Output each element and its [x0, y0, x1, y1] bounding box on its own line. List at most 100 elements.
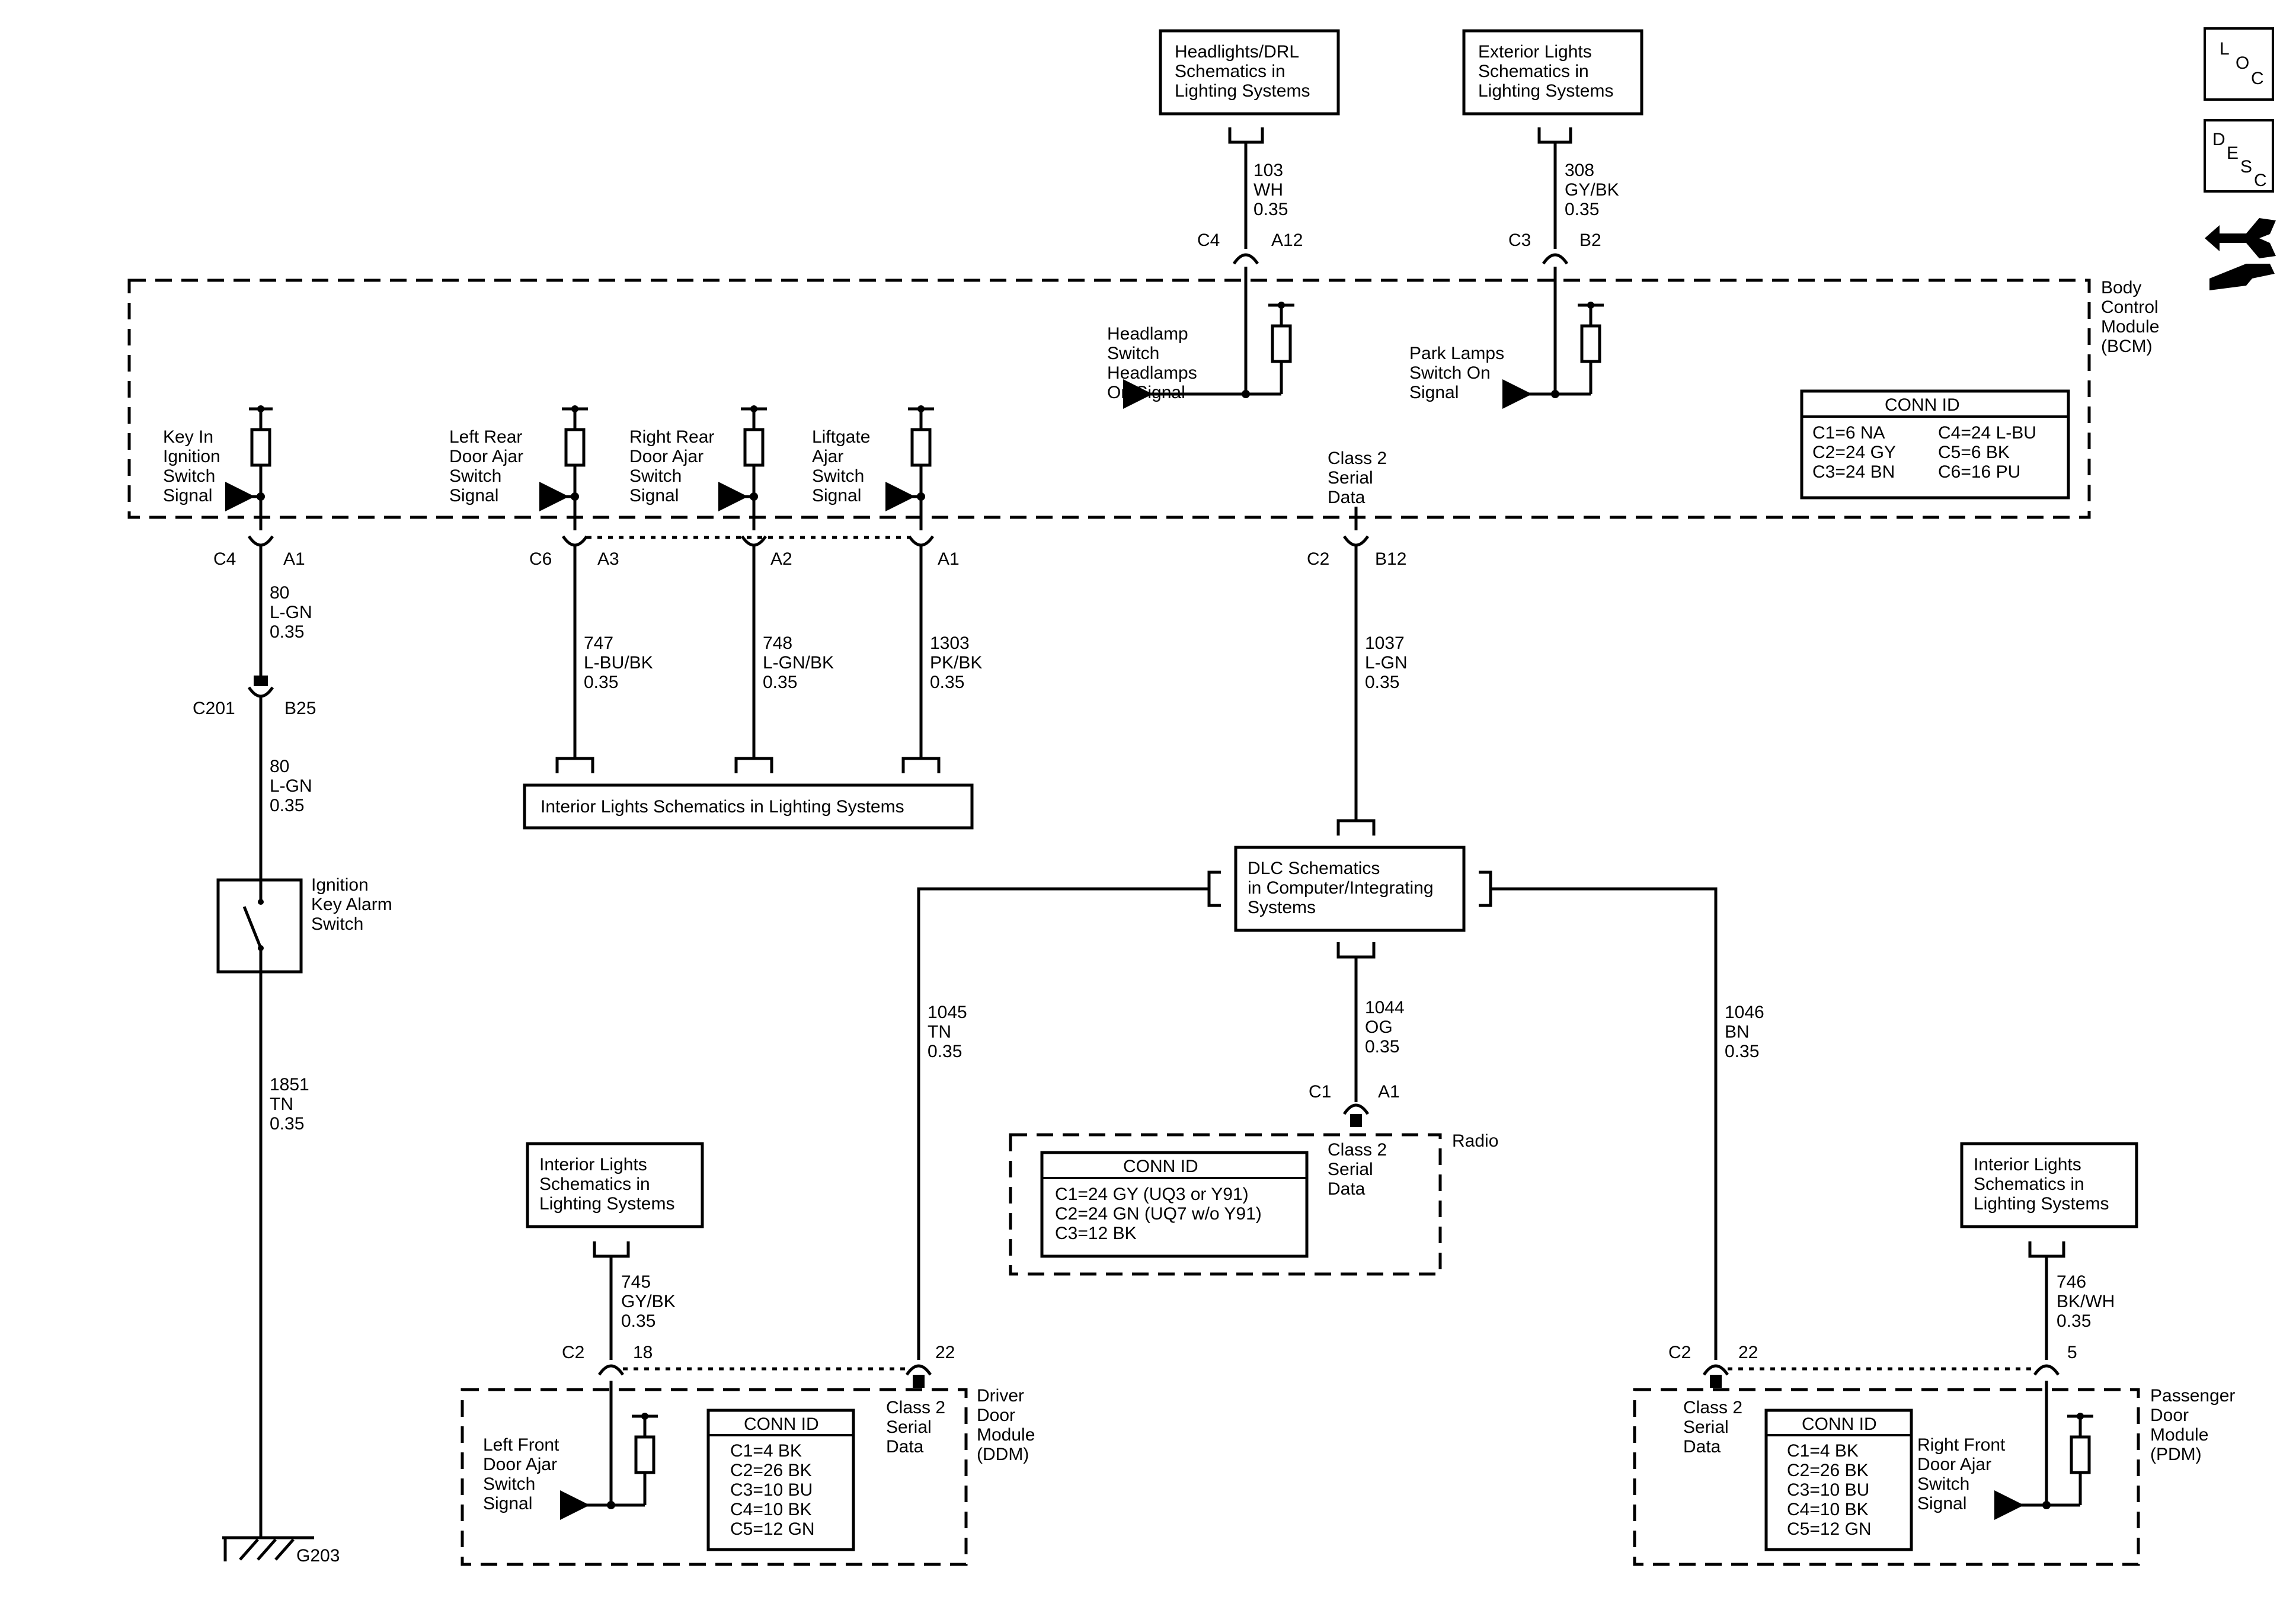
signal-label: Signal [1917, 1494, 1966, 1513]
interior-lights-right-ref-box[interactable]: Interior Lights Schematics in Lighting S… [1960, 1142, 2138, 1228]
signal-label: Serial [1683, 1417, 1729, 1437]
loc-icon[interactable]: L O C [2204, 27, 2274, 101]
pdm-title-line: Module [2150, 1425, 2208, 1445]
switch-label: Switch [311, 914, 363, 934]
signal-label: Door Ajar [483, 1455, 557, 1474]
headlights-drl-ref-box[interactable]: Headlights/DRL Schematics in Lighting Sy… [1159, 29, 1340, 116]
key-in-ignition-circuit: Key In Ignition Switch Signal [163, 405, 273, 530]
ref-box-text: Schematics in [1478, 62, 1589, 81]
ref-stub [734, 757, 773, 773]
signal-label: Switch [449, 466, 501, 486]
signal-label: Ajar [812, 447, 843, 466]
connector-symbol [1342, 535, 1370, 547]
ref-box-text: Exterior Lights [1478, 42, 1592, 62]
liftgate-ajar-circuit: Liftgate Ajar Switch Signal [812, 405, 934, 530]
wire-label: TN [928, 1022, 951, 1042]
bcm-class2-label: Class 2 Serial Data [1328, 449, 1387, 530]
signal-label: Serial [1328, 468, 1373, 488]
wire-label: 80 [270, 583, 289, 603]
ref-box-text: Lighting Systems [539, 1194, 674, 1214]
ref-box-text: Headlights/DRL [1175, 42, 1299, 62]
conn-id-entry: C1=4 BK [730, 1441, 802, 1461]
conn-id-entry: C3=10 BU [1787, 1480, 1869, 1500]
wire-103 [1228, 127, 1264, 249]
connector-label: C2 [562, 1343, 584, 1362]
signal-label: Data [1328, 1179, 1366, 1199]
connector-symbol [905, 1364, 932, 1376]
wire-label: 0.35 [584, 673, 618, 692]
exterior-lights-ref-box[interactable]: Exterior Lights Schematics in Lighting S… [1462, 29, 1643, 116]
desc-icon[interactable]: D E S C [2204, 119, 2274, 193]
wrench-hand-icon[interactable] [2205, 218, 2276, 290]
ref-stub [1479, 870, 1492, 907]
ref-box-text: Interior Lights [539, 1155, 647, 1174]
wire-label: L-GN/BK [763, 653, 834, 673]
connector-symbol [1342, 1103, 1370, 1115]
conn-id-header: CONN ID [744, 1414, 819, 1434]
wire-1045 [917, 887, 1209, 1360]
pdm-title-line: Door [2150, 1406, 2189, 1425]
signal-label: Data [1328, 488, 1366, 507]
wire-label: 0.35 [2057, 1311, 2091, 1331]
signal-label: Switch [483, 1474, 535, 1494]
wire-label: GY/BK [1565, 180, 1619, 200]
right-rear-door-ajar-circuit: Right Rear Door Ajar Switch Signal [629, 405, 767, 530]
signal-label: Class 2 [1683, 1398, 1742, 1417]
wire-label: GY/BK [621, 1292, 676, 1311]
ddm-title-line: Module [977, 1425, 1035, 1445]
signal-label: Class 2 [1328, 449, 1387, 468]
signal-label: Class 2 [1328, 1140, 1387, 1160]
conn-id-entry: C3=24 BN [1812, 462, 1895, 482]
connector-label: A1 [938, 549, 960, 569]
wire-label: 0.35 [270, 622, 304, 642]
pdm-conn-id-table: CONN ID C1=4 BK C2=26 BK C3=10 BU C4=10 … [1764, 1409, 1913, 1551]
connector-label: C4 [213, 549, 236, 569]
signal-label: Headlamps [1107, 363, 1197, 383]
connector-label: B12 [1375, 549, 1406, 569]
conn-id-entry: C5=12 GN [730, 1519, 815, 1539]
signal-label: Right Front [1917, 1435, 2006, 1455]
wire-label: 0.35 [1253, 200, 1288, 219]
wire-label: 0.35 [270, 796, 304, 815]
conn-id-entry: C2=24 GY [1812, 443, 1896, 462]
ref-stub [901, 757, 941, 773]
signal-label: Park Lamps [1409, 344, 1504, 363]
radio-conn-id-table: CONN ID C1=24 GY (UQ3 or Y91) C2=24 GN (… [1040, 1151, 1309, 1258]
conn-id-entry: C4=10 BK [1787, 1500, 1869, 1519]
wire-746 [2028, 1241, 2065, 1360]
wire-label: BN [1725, 1022, 1750, 1042]
connector-pin [913, 1375, 925, 1388]
signal-label: Switch On [1409, 363, 1491, 383]
interior-lights-ref-bar[interactable]: Interior Lights Schematics in Lighting S… [523, 783, 974, 830]
connector-label: A1 [283, 549, 305, 569]
wire-745 [593, 1241, 630, 1360]
signal-label: Signal [629, 486, 679, 505]
wire-label: 0.35 [1365, 673, 1399, 692]
ddm-conn-id-table: CONN ID C1=4 BK C2=26 BK C3=10 BU C4=10 … [706, 1409, 855, 1551]
conn-id-header: CONN ID [1123, 1157, 1198, 1176]
connector-label: 18 [633, 1343, 653, 1362]
ddm-title-line: Door [977, 1406, 1015, 1425]
interior-lights-left-ref-box[interactable]: Interior Lights Schematics in Lighting S… [526, 1142, 704, 1228]
radio-module-boundary [1009, 1133, 1442, 1276]
connector-label: C3 [1508, 231, 1531, 250]
conn-id-entry: C3=10 BU [730, 1480, 813, 1500]
dlc-ref-box[interactable]: DLC Schematics in Computer/Integrating S… [1234, 846, 1466, 932]
signal-label: Left Front [483, 1435, 559, 1455]
ref-box-text: Lighting Systems [1175, 81, 1310, 101]
signal-label: Headlamp [1107, 324, 1188, 344]
desc-letter: E [2227, 143, 2239, 163]
wire-label: 103 [1253, 161, 1283, 180]
connector-label: A1 [1378, 1082, 1400, 1102]
wire-label: TN [270, 1094, 293, 1114]
bcm-title-line: Control [2101, 297, 2159, 317]
ref-box-text: Interior Lights Schematics in Lighting S… [541, 797, 904, 817]
signal-label: Ignition [163, 447, 220, 466]
left-rear-door-ajar-circuit: Left Rear Door Ajar Switch Signal [449, 405, 588, 530]
wire-label: PK/BK [930, 653, 982, 673]
wire-label: BK/WH [2057, 1292, 2115, 1311]
bcm-title-line: Module [2101, 317, 2159, 337]
ref-box-text: DLC Schematics [1248, 859, 1380, 878]
right-front-door-ajar-circuit: Right Front Door Ajar Switch Signal [1917, 1381, 2093, 1520]
